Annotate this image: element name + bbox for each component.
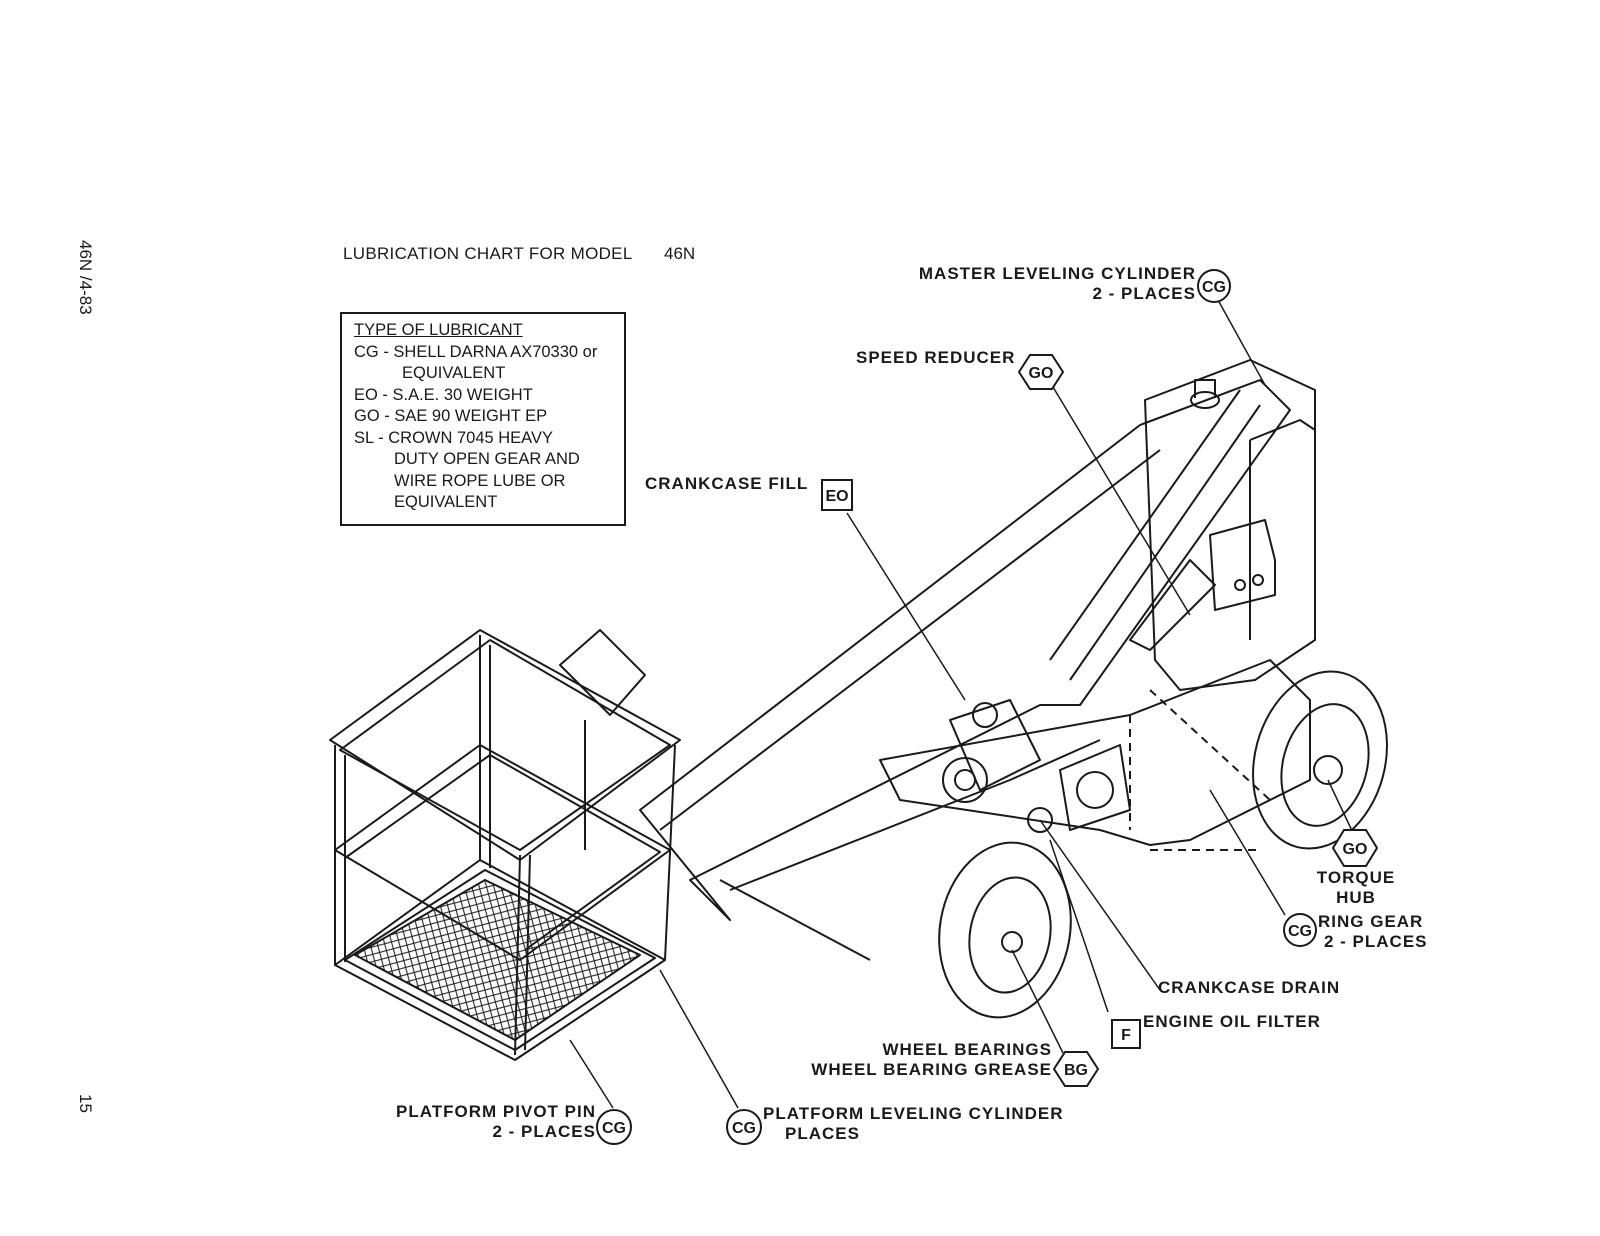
callout-wheel-bearings: WHEEL BEARINGS WHEEL BEARING GREASE <box>811 1040 1052 1080</box>
badge-ring-gear: CG <box>1288 923 1312 940</box>
callout-torque-hub-line2: HUB <box>1336 888 1376 907</box>
front-wheel <box>938 841 1072 1019</box>
badge-torque-hub: GO <box>1343 841 1368 858</box>
legend-row-eo: EO - S.A.E. 30 WEIGHT <box>354 385 533 404</box>
callout-platform-pivot: PLATFORM PIVOT PIN 2 - PLACES <box>396 1102 596 1142</box>
callout-ring-gear-line1: RING GEAR <box>1318 912 1424 931</box>
callout-crankcase-drain: CRANKCASE DRAIN <box>1158 978 1341 997</box>
platform-basket <box>329 629 681 861</box>
tower <box>1144 359 1316 691</box>
callout-platform-pivot-line1: PLATFORM PIVOT PIN <box>396 1102 596 1121</box>
badge-crankcase-fill: EO <box>825 488 848 505</box>
rear-wheel <box>1252 670 1388 850</box>
chart-title: LUBRICATION CHART FOR MODEL <box>343 244 633 263</box>
callout-ring-gear: RING GEAR 2 - PLACES <box>1318 912 1428 952</box>
chassis <box>879 659 1311 846</box>
legend-row-cg: CG - SHELL DARNA AX70330 or <box>354 342 598 361</box>
callout-speed-reducer: SPEED REDUCER <box>856 348 1016 367</box>
model-number: 46N <box>664 244 696 263</box>
legend-row-sl-cont2: WIRE ROPE LUBE OR <box>394 471 566 490</box>
badge-speed-reducer: GO <box>1029 365 1054 382</box>
callout-torque-hub-line1: TORQUE <box>1316 868 1396 887</box>
callout-wheel-bearings-line1: WHEEL BEARINGS <box>882 1040 1052 1059</box>
callout-wheel-bearings-line2: WHEEL BEARING GREASE <box>811 1060 1052 1079</box>
callout-engine-oil-filter: ENGINE OIL FILTER <box>1143 1012 1321 1031</box>
legend-row-sl: SL - CROWN 7045 HEAVY <box>354 428 553 447</box>
badge-master-leveling: CG <box>1202 279 1226 296</box>
callout-crankcase-fill: CRANKCASE FILL <box>645 474 809 493</box>
badge-platform-leveling: CG <box>732 1120 756 1137</box>
callout-platform-leveling-line1: PLATFORM LEVELING CYLINDER <box>763 1104 1064 1123</box>
callout-master-leveling: MASTER LEVELING CYLINDER 2 - PLACES <box>919 264 1196 304</box>
legend-row-sl-cont3: EQUIVALENT <box>394 493 498 511</box>
legend-row-cg-cont: EQUIVALENT <box>402 364 506 382</box>
boom <box>639 379 1291 921</box>
badge-engine-oil-filter: F <box>1121 1027 1131 1044</box>
callout-torque-hub: TORQUE HUB <box>1310 868 1402 908</box>
badge-platform-pivot: CG <box>602 1120 626 1137</box>
callout-master-leveling-line1: MASTER LEVELING CYLINDER <box>918 264 1196 283</box>
callout-ring-gear-line2: 2 - PLACES <box>1324 932 1428 951</box>
callout-master-leveling-line2: 2 - PLACES <box>1092 284 1196 303</box>
legend-row-sl-cont1: DUTY OPEN GEAR AND <box>394 450 580 468</box>
callout-platform-leveling: PLATFORM LEVELING CYLINDER PLACES <box>763 1104 1064 1144</box>
callout-platform-leveling-line2: PLACES <box>785 1124 860 1143</box>
badge-wheel-bearings: BG <box>1064 1062 1088 1079</box>
callout-platform-pivot-line2: 2 - PLACES <box>492 1122 596 1141</box>
legend-row-go: GO - SAE 90 WEIGHT EP <box>354 407 548 425</box>
legend-header: TYPE OF LUBRICANT <box>354 321 523 339</box>
lubricant-legend: TYPE OF LUBRICANT CG - SHELL DARNA AX703… <box>340 312 626 526</box>
